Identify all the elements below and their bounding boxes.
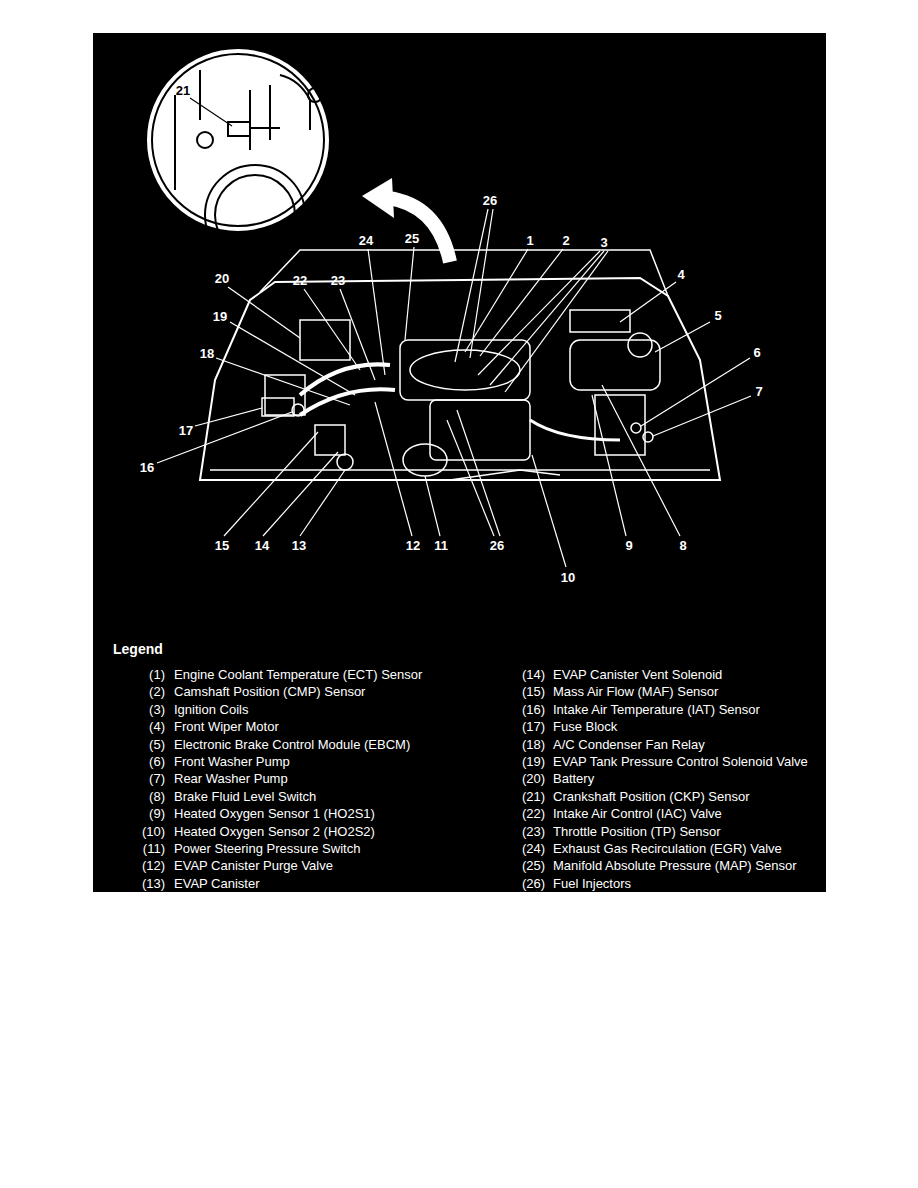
legend-number: (21) xyxy=(522,789,545,804)
legend-number: (12) xyxy=(142,858,165,873)
legend-text: EVAP Canister Vent Solenoid xyxy=(553,667,722,682)
legend-text: Camshaft Position (CMP) Sensor xyxy=(174,684,365,699)
legend-text: Throttle Position (TP) Sensor xyxy=(553,824,721,839)
callout-number: 13 xyxy=(292,538,306,553)
callout-number: 25 xyxy=(405,231,419,246)
callout-number: 4 xyxy=(677,267,684,282)
callout-number: 1 xyxy=(526,233,533,248)
callout-number: 26 xyxy=(490,538,504,553)
legend-number: (7) xyxy=(149,771,165,786)
legend-number: (23) xyxy=(522,824,545,839)
legend-number: (11) xyxy=(143,841,165,856)
legend-number: (15) xyxy=(522,684,545,699)
legend-number: (6) xyxy=(149,754,165,769)
legend-text: Crankshaft Position (CKP) Sensor xyxy=(553,789,750,804)
callout-number: 6 xyxy=(753,345,760,360)
legend-number: (22) xyxy=(522,806,545,821)
legend-number: (3) xyxy=(149,702,165,717)
legend-text: Fuse Block xyxy=(553,719,617,734)
legend-text: Intake Air Temperature (IAT) Sensor xyxy=(553,702,760,717)
callout-number: 17 xyxy=(179,423,193,438)
legend-text: Front Wiper Motor xyxy=(174,719,279,734)
legend-text: Manifold Absolute Pressure (MAP) Sensor xyxy=(553,858,797,873)
callout-number: 8 xyxy=(679,538,686,553)
legend-number: (4) xyxy=(149,719,165,734)
legend-number: (10) xyxy=(142,824,165,839)
callout-number: 23 xyxy=(331,273,345,288)
callout-number: 2 xyxy=(562,233,569,248)
legend-text: Engine Coolant Temperature (ECT) Sensor xyxy=(174,667,422,682)
legend-number: (19) xyxy=(522,754,545,769)
legend-number: (8) xyxy=(149,789,165,804)
legend-number: (1) xyxy=(149,667,165,682)
legend-number: (26) xyxy=(522,876,545,891)
legend-text: Mass Air Flow (MAF) Sensor xyxy=(553,684,718,699)
legend-text: EVAP Canister xyxy=(174,876,260,891)
callout-number: 18 xyxy=(200,346,214,361)
legend-text: Brake Fluid Level Switch xyxy=(174,789,316,804)
callout-number: 9 xyxy=(625,538,632,553)
callout-number: 3 xyxy=(600,235,607,250)
legend-number: (9) xyxy=(149,806,165,821)
legend-text: Battery xyxy=(553,771,594,786)
legend-number: (2) xyxy=(149,684,165,699)
callout-number: 19 xyxy=(213,309,227,324)
legend-text: Heated Oxygen Sensor 1 (HO2S1) xyxy=(174,806,375,821)
legend-text: Exhaust Gas Recirculation (EGR) Valve xyxy=(553,841,782,856)
legend-text: EVAP Canister Purge Valve xyxy=(174,858,333,873)
callout-number: 21 xyxy=(176,83,190,98)
legend-number: (24) xyxy=(522,841,545,856)
legend-text: Fuel Injectors xyxy=(553,876,631,891)
legend-text: Front Washer Pump xyxy=(174,754,290,769)
legend-number: (5) xyxy=(149,737,165,752)
callout-number: 11 xyxy=(434,538,448,553)
legend-number: (18) xyxy=(522,737,545,752)
legend-text: Power Steering Pressure Switch xyxy=(174,841,360,856)
callout-number: 20 xyxy=(215,271,229,286)
callout-number: 15 xyxy=(215,538,229,553)
legend-number: (16) xyxy=(522,702,545,717)
legend-text: Intake Air Control (IAC) Valve xyxy=(553,806,722,821)
legend-number: (25) xyxy=(522,858,545,873)
callout-number: 5 xyxy=(714,308,721,323)
legend-text: EVAP Tank Pressure Control Solenoid Valv… xyxy=(553,754,808,769)
callout-number: 22 xyxy=(293,273,307,288)
legend-number: (13) xyxy=(142,876,165,891)
callout-number: 16 xyxy=(140,460,154,475)
legend-text: Rear Washer Pump xyxy=(174,771,288,786)
legend-heading: Legend xyxy=(113,642,163,657)
legend-text: Ignition Coils xyxy=(174,702,248,717)
callout-number: 7 xyxy=(755,384,762,399)
callout-number: 12 xyxy=(406,538,420,553)
legend-text: Electronic Brake Control Module (EBCM) xyxy=(174,737,410,752)
callout-number: 14 xyxy=(255,538,269,553)
legend-number: (20) xyxy=(522,771,545,786)
legend-text: Heated Oxygen Sensor 2 (HO2S2) xyxy=(174,824,375,839)
legend-text: A/C Condenser Fan Relay xyxy=(553,737,705,752)
callout-number: 26 xyxy=(483,193,497,208)
callout-number: 24 xyxy=(359,233,373,248)
callout-number: 10 xyxy=(561,570,575,585)
legend-number: (17) xyxy=(522,719,545,734)
legend-number: (14) xyxy=(522,667,545,682)
